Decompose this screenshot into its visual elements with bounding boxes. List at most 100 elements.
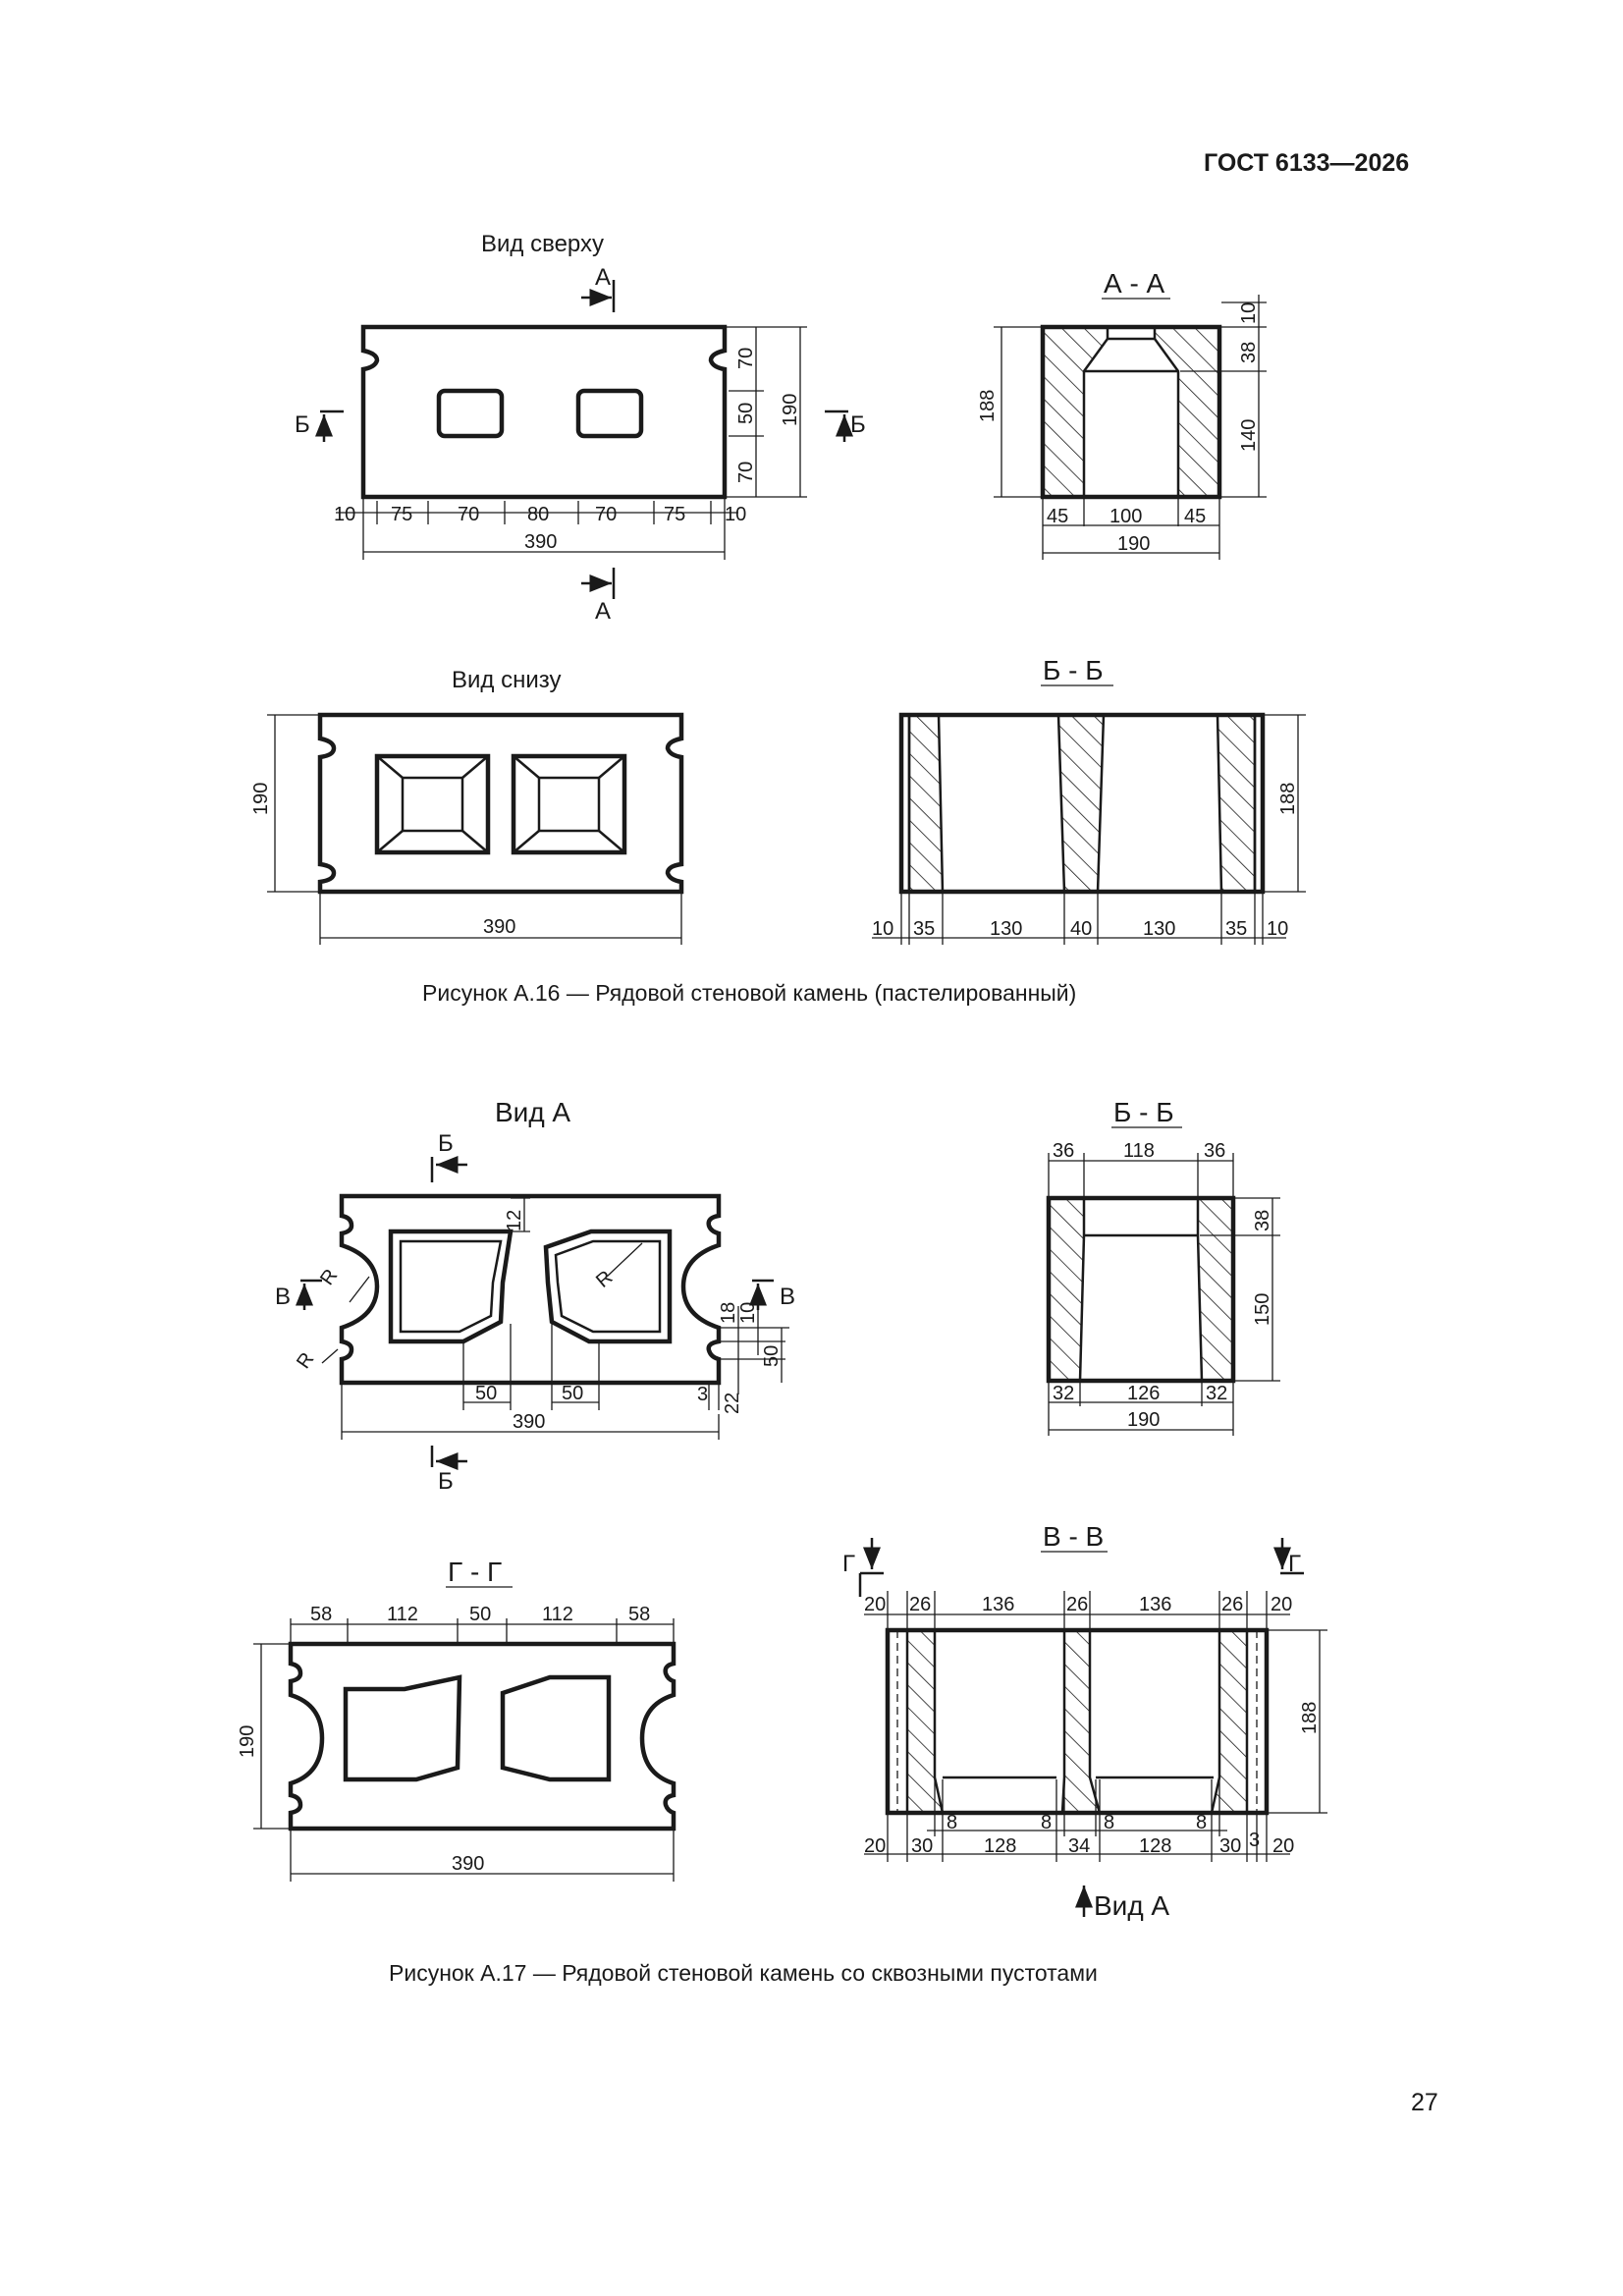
a16-bb-wall-1 — [907, 713, 945, 894]
a16-bb-dim-height: 188 — [1277, 783, 1299, 815]
a16-top-view: Вид сверху А А Б Б 10 75 70 80 70 75 10 … — [295, 231, 866, 625]
a17-vv-dim-b5: 8 — [1041, 1812, 1052, 1833]
figure-a16-caption: Рисунок А.16 — Рядовой стеновой камень (… — [422, 980, 1077, 1006]
a17-section-bb: Б - Б 36 118 36 38 150 32 126 32 190 — [1046, 1097, 1280, 1436]
a17-bb-dim-r1: 38 — [1252, 1210, 1273, 1231]
a17-view-a-title: Вид А — [495, 1097, 570, 1127]
a16-mark-a-bottom: А — [595, 598, 611, 625]
a16-dim-b2: 75 — [391, 504, 412, 525]
a17-gg-void-left — [343, 1674, 462, 1782]
a17-section-bb-title: Б - Б — [1113, 1097, 1174, 1127]
a16-top-view-title: Вид сверху — [481, 231, 604, 257]
a17-bb-left-wall — [1047, 1196, 1086, 1383]
a17-gg-dim-t5: 58 — [628, 1604, 650, 1625]
a17-vv-dim-t7: 20 — [1271, 1594, 1292, 1615]
a17-vv-dim-t2: 26 — [909, 1594, 931, 1615]
a16-dim-b5: 70 — [595, 504, 617, 525]
a17-dim-10: 10 — [737, 1302, 759, 1324]
a17-bb-dim-t3: 36 — [1204, 1140, 1225, 1162]
a17-bb-dim-b1: 32 — [1053, 1383, 1074, 1404]
a16-dim-r2: 50 — [735, 403, 757, 424]
a17-bb-dim-b3: 32 — [1206, 1383, 1227, 1404]
a17-section-vv: В - В Г Г 20 26 136 26 136 26 — [842, 1521, 1327, 1921]
a17-vv-dim-b2: 30 — [911, 1835, 933, 1857]
a16-bottom-view: Вид снизу 190 390 — [250, 667, 684, 945]
a16-top-outline — [360, 324, 728, 500]
a16-bb-dim-3: 130 — [990, 918, 1022, 940]
a17-vv-dim-t6: 26 — [1221, 1594, 1243, 1615]
a17-bb-dim-t2: 118 — [1123, 1140, 1155, 1162]
a17-mark-b-top: Б — [438, 1130, 454, 1157]
a16-bottom-dim-width: 190 — [250, 783, 272, 815]
a17-section-vv-title: В - В — [1043, 1521, 1104, 1552]
a17-view-a-dim-total: 390 — [513, 1411, 545, 1433]
a17-dim-50-a: 50 — [475, 1383, 497, 1404]
a17-vv-dim-b7: 8 — [1104, 1812, 1114, 1833]
a17-radius-2: R — [293, 1348, 318, 1372]
a16-bb-dim-5: 130 — [1143, 918, 1175, 940]
a17-gg-dim-width: 190 — [237, 1725, 258, 1758]
a17-vv-dim-t5: 136 — [1139, 1594, 1171, 1615]
a17-vv-dim-b3: 8 — [947, 1812, 957, 1833]
a16-bb-dim-1: 10 — [872, 918, 893, 940]
a17-dim-50-b: 50 — [562, 1383, 583, 1404]
a16-bb-wall-2 — [1056, 713, 1106, 894]
a17-vv-dim-b8: 128 — [1139, 1835, 1171, 1857]
a16-mark-b-left: Б — [295, 411, 310, 438]
a16-aa-dim-total: 190 — [1117, 533, 1150, 555]
a17-vv-wall-2 — [1060, 1628, 1102, 1815]
a16-top-void-left — [436, 388, 505, 439]
a17-vv-dim-b9: 8 — [1196, 1812, 1207, 1833]
a16-aa-dim-r1: 10 — [1238, 302, 1260, 324]
a17-dim-50-right: 50 — [761, 1345, 783, 1367]
a17-vv-dim-t4: 26 — [1066, 1594, 1088, 1615]
a17-dim-18: 18 — [718, 1302, 739, 1324]
a16-bb-wall-3 — [1216, 713, 1257, 894]
page-number: 27 — [1411, 2089, 1438, 2116]
a17-vv-dim-height: 188 — [1299, 1702, 1321, 1734]
figure-a17-caption: Рисунок А.17 — Рядовой стеновой камень с… — [389, 1960, 1098, 1986]
a16-top-void-right — [575, 388, 644, 439]
a16-bb-dim-2: 35 — [913, 918, 935, 940]
a16-section-aa-title: А - А — [1104, 268, 1165, 299]
a17-view-a-outline — [339, 1193, 722, 1386]
a16-aa-dim-b3: 45 — [1184, 506, 1206, 527]
a16-dim-total-width: 190 — [780, 394, 801, 426]
a17-mark-b-bottom: Б — [438, 1468, 454, 1495]
a16-bb-dim-7: 10 — [1267, 918, 1288, 940]
a16-dim-r1: 70 — [735, 348, 757, 369]
a17-dim-22: 22 — [722, 1393, 743, 1414]
a16-aa-dim-b2: 100 — [1109, 506, 1142, 527]
a17-vv-dim-b10: 30 — [1219, 1835, 1241, 1857]
a17-bb-dim-t1: 36 — [1053, 1140, 1074, 1162]
a17-dim-3: 3 — [697, 1384, 708, 1405]
a17-vv-dim-t1: 20 — [864, 1594, 886, 1615]
a16-bottom-outline — [317, 712, 684, 895]
a16-aa-left-wall — [1041, 325, 1109, 499]
a17-gg-outline — [288, 1641, 676, 1831]
a16-aa-dim-r3: 140 — [1238, 419, 1260, 452]
a16-bb-dim-4: 40 — [1070, 918, 1092, 940]
a16-mark-a-top: А — [595, 264, 611, 291]
document-header: ГОСТ 6133—2026 — [1204, 149, 1410, 177]
a17-bb-dim-r2: 150 — [1252, 1293, 1273, 1326]
a16-bottom-dim-length: 390 — [483, 916, 515, 938]
a16-aa-dim-r2: 38 — [1238, 342, 1260, 363]
a17-void-right — [543, 1229, 673, 1344]
a16-section-bb: Б - Б 188 10 35 130 40 130 35 10 — [872, 655, 1306, 945]
a17-vv-wall-3 — [1210, 1628, 1249, 1815]
a17-vv-dim-t3: 136 — [982, 1594, 1014, 1615]
a17-mark-v-right: В — [780, 1284, 795, 1310]
a16-dim-r3: 70 — [735, 462, 757, 483]
a17-gg-dim-t1: 58 — [310, 1604, 332, 1625]
a17-vv-dim-b4: 128 — [984, 1835, 1016, 1857]
a17-view-a: Вид А R R R Б Б В В 12 18 — [275, 1097, 795, 1495]
a16-section-bb-title: Б - Б — [1043, 655, 1104, 685]
a16-dim-b3: 70 — [458, 504, 479, 525]
a17-section-gg-title: Г - Г — [448, 1557, 502, 1587]
a16-dim-total-length: 390 — [524, 531, 557, 553]
a16-dim-b6: 75 — [664, 504, 685, 525]
a17-bb-dim-total: 190 — [1127, 1409, 1160, 1431]
a16-dim-b7: 10 — [725, 504, 746, 525]
a17-section-gg: Г - Г 58 112 50 112 58 190 390 — [237, 1557, 676, 1882]
